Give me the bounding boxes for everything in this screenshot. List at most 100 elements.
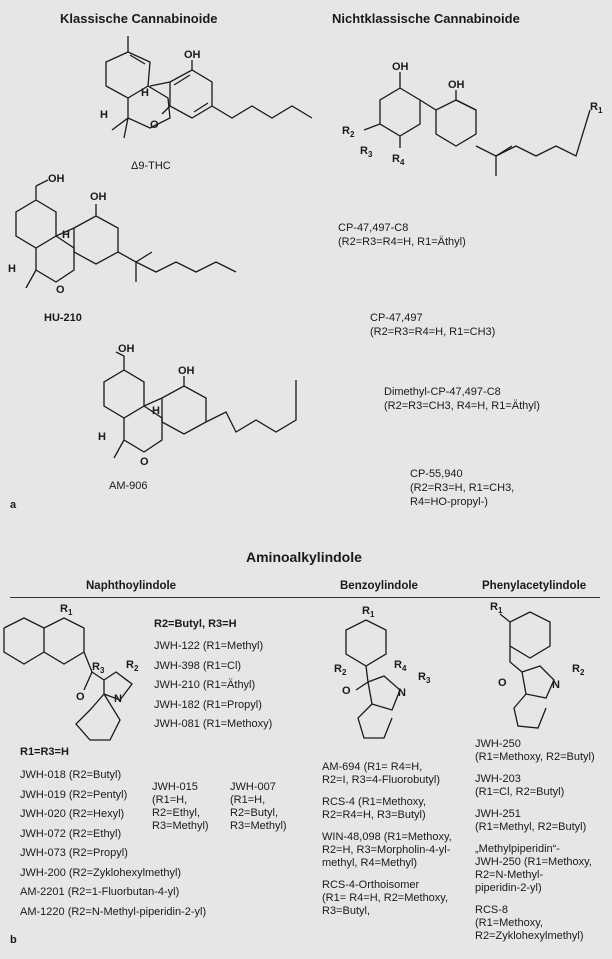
aminoalkylindole-title: Aminoalkylindole: [246, 549, 362, 565]
benzoyl-entry-line: R3=Butyl,: [322, 905, 370, 917]
col-benzoyl: Benzoylindole: [340, 580, 418, 592]
svg-text:OH: OH: [48, 173, 65, 185]
svg-text:OH: OH: [184, 49, 201, 61]
svg-text:R2: R2: [572, 663, 585, 677]
svg-text:N: N: [398, 687, 406, 699]
svg-text:R4: R4: [392, 153, 405, 167]
panel-a-label: a: [10, 499, 17, 511]
r2-list-item: JWH-081 (R1=Methoxy): [154, 718, 273, 730]
r2-list-item: JWH-210 (R1=Äthyl): [154, 679, 256, 691]
jwh007-line: R3=Methyl): [230, 820, 287, 832]
phenylacetyl-entry-line: JWH-250: [475, 738, 521, 750]
jwh015-line: JWH-015: [152, 781, 198, 793]
r1-list-item: JWH-020 (R2=Hexyl): [20, 808, 125, 820]
r2-list-item: JWH-182 (R1=Propyl): [154, 698, 262, 711]
svg-text:O: O: [498, 677, 507, 689]
phenylacetyl-entry-line: JWH-250 (R1=Methoxy,: [475, 856, 592, 868]
thc-structure: OH O H H: [100, 36, 313, 139]
phenylacetyl-entry-line: piperidin-2-yl): [475, 882, 542, 894]
svg-text:O: O: [150, 119, 159, 131]
phenylacetyl-entry-line: „Methylpiperidin“-: [475, 843, 560, 855]
benzoyl-entry-line: R2=R4=H, R3=Butyl): [322, 809, 426, 821]
svg-text:H: H: [8, 263, 16, 275]
r1-list-item: AM-2201 (R2=1-Fluorbutan-4-yl): [20, 886, 180, 898]
svg-text:O: O: [56, 284, 65, 296]
phenylacetyl-structure: R1 R2 O N: [490, 601, 585, 729]
svg-text:R3: R3: [92, 661, 105, 675]
cp55-name: CP-55,940: [410, 468, 463, 480]
svg-text:N: N: [552, 679, 560, 691]
benzoyl-entry-line: WIN-48,098 (R1=Methoxy,: [322, 831, 452, 843]
r1-list-item: AM-1220 (R2=N-Methyl-piperidin-2-yl): [20, 905, 207, 918]
benzoyl-entry-line: methyl, R4=Methyl): [322, 857, 418, 869]
header-rule: [10, 597, 600, 598]
svg-text:OH: OH: [448, 79, 465, 91]
svg-text:O: O: [140, 456, 149, 468]
benzoyl-entry-line: RCS-4-Orthoisomer: [322, 879, 420, 891]
r1-list-item: JWH-200 (R2=Zyklohexylmethyl): [20, 866, 182, 879]
phenylacetyl-entry-line: (R1=Methyl, R2=Butyl): [475, 821, 587, 833]
svg-text:R4: R4: [394, 659, 407, 673]
phenylacetyl-entry-line: R2=N-Methyl-: [475, 869, 544, 881]
svg-text:R2: R2: [342, 125, 355, 139]
jwh015-line: R3=Methyl): [152, 820, 209, 832]
svg-text:N: N: [114, 693, 122, 705]
svg-text:H: H: [100, 109, 108, 121]
r1-list-item: JWH-073 (R2=Propyl): [20, 847, 128, 859]
phenylacetyl-entry-line: JWH-203: [475, 773, 521, 785]
r1-list-item: JWH-018 (R2=Butyl): [20, 769, 122, 781]
svg-text:OH: OH: [90, 191, 107, 203]
r1-list-item: JWH-019 (R2=Pentyl): [20, 788, 128, 801]
panel-b-label: b: [10, 934, 17, 946]
svg-text:R1: R1: [490, 601, 503, 615]
benzoyl-entry-line: (R1= R4=H, R2=Methoxy,: [322, 892, 449, 904]
cp-c8-name: CP-47,497-C8: [338, 222, 409, 234]
phenylacetyl-entry-line: (R1=Cl, R2=Butyl): [475, 786, 565, 798]
thc-name: Δ9-THC: [131, 160, 171, 172]
svg-text:H: H: [141, 87, 149, 99]
phenylacetyl-entry-line: R2=Zyklohexylmethyl): [475, 930, 584, 942]
am906-structure: OH OH O H H: [98, 343, 297, 468]
svg-text:O: O: [342, 685, 351, 697]
jwh015-line: R2=Ethyl,: [152, 807, 200, 819]
jwh007-line: JWH-007: [230, 781, 276, 793]
benzoyl-entry-line: R2=H, R3=Morpholin-4-yl-: [322, 844, 451, 856]
jwh007-line: (R1=H,: [230, 794, 266, 806]
svg-text:H: H: [62, 229, 70, 241]
dimethyl-sub: (R2=R3=CH3, R4=H, R1=Äthyl): [384, 400, 540, 412]
nonclassic-heading: Nichtklassische Cannabinoide: [332, 11, 520, 26]
jwh015-line: (R1=H,: [152, 794, 188, 806]
svg-text:OH: OH: [118, 343, 135, 355]
phenylacetyl-entry-line: (R1=Methoxy, R2=Butyl): [475, 751, 595, 763]
svg-text:R2: R2: [334, 663, 347, 677]
naphthoyl-structure: R1 O R3 R2 N: [3, 603, 139, 741]
benzoyl-structure: R1 R2 R4 R3 O N: [334, 605, 431, 739]
svg-text:R1: R1: [590, 101, 603, 115]
svg-text:R1: R1: [60, 603, 73, 617]
svg-text:H: H: [152, 405, 160, 417]
cp55-sub1: (R2=R3=H, R1=CH3,: [410, 482, 515, 494]
cp-c8-sub: (R2=R3=R4=H, R1=Äthyl): [338, 236, 466, 248]
svg-text:R2: R2: [126, 659, 139, 673]
am906-name: AM-906: [109, 480, 148, 492]
svg-text:R1: R1: [362, 605, 375, 619]
svg-text:H: H: [98, 431, 106, 443]
col-phenylacetyl: Phenylacetylindole: [482, 580, 587, 592]
dimethyl-name: Dimethyl-CP-47,497-C8: [384, 386, 501, 398]
r2-heading: R2=Butyl, R3=H: [154, 618, 237, 630]
r2-list-item: JWH-122 (R1=Methyl): [154, 640, 264, 652]
hu210-structure: OH OH O H H: [8, 173, 237, 296]
cp47497-structure: OH OH R2 R3 R4 R1: [342, 61, 603, 176]
svg-text:OH: OH: [392, 61, 409, 73]
col-naphthoyl: Naphthoylindole: [86, 580, 177, 592]
cp55-sub2: R4=HO-propyl-): [410, 496, 488, 508]
svg-text:O: O: [76, 691, 85, 703]
cp-name: CP-47,497: [370, 312, 423, 324]
phenylacetyl-entry-line: JWH-251: [475, 808, 521, 820]
benzoyl-entry-line: AM-694 (R1= R4=H,: [322, 761, 423, 773]
jwh007-line: R2=Butyl,: [230, 807, 278, 819]
classic-heading: Klassische Cannabinoide: [60, 11, 218, 26]
phenylacetyl-entry-line: (R1=Methoxy,: [475, 917, 543, 929]
svg-text:OH: OH: [178, 365, 195, 377]
hu210-name: HU-210: [44, 312, 82, 324]
